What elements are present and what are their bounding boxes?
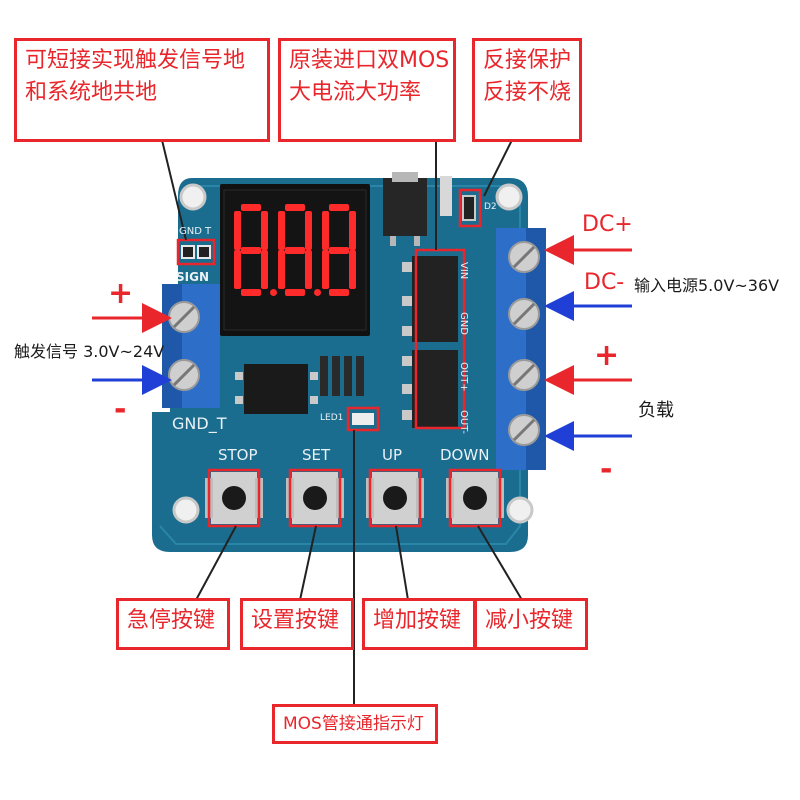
silk-out-plus: OUT+ — [458, 362, 469, 392]
silk-stop: STOP — [218, 446, 258, 464]
silk-gnd: GND — [179, 226, 202, 237]
segment-dp — [314, 289, 321, 296]
callout-stop-button: 急停按键 — [116, 598, 230, 650]
silk-gnd-t: GND_T — [172, 414, 227, 433]
callout-mos: 原装进口双MOS 大电流大功率 — [278, 38, 456, 142]
mosfet-1 — [402, 256, 458, 342]
segment-a — [285, 204, 305, 211]
stop-pushbutton — [205, 472, 263, 524]
segment-e — [234, 250, 241, 289]
mosfet-top — [383, 172, 427, 246]
segment-c — [305, 250, 312, 289]
segment-c — [349, 250, 356, 289]
callout-down-button: 减小按键 — [474, 598, 588, 650]
callout-down-label: 减小按键 — [485, 608, 574, 633]
trigger-terminal-block — [162, 284, 220, 408]
segment-f — [278, 211, 285, 250]
silk-set: SET — [302, 446, 331, 464]
callout-reverse-line2: 反接不烧 — [483, 79, 572, 105]
up-pushbutton — [366, 472, 424, 524]
segment-b — [261, 211, 268, 250]
highlight-boxes — [176, 188, 502, 528]
callout-reverse-line1: 反接保护 — [483, 48, 572, 73]
label-dc-plus: DC+ — [582, 212, 633, 237]
silk-gnd-power: GND — [458, 312, 469, 335]
down-pushbutton — [446, 472, 504, 524]
label-trigger-plus: + — [108, 276, 134, 311]
segment-f — [322, 211, 329, 250]
segment-g — [285, 246, 305, 254]
label-load-plus: + — [594, 338, 620, 373]
power-terminal-block — [496, 228, 546, 470]
leader-lines — [161, 139, 523, 706]
callout-set-button: 设置按键 — [240, 598, 354, 650]
segment-f — [234, 211, 241, 250]
protection-diode — [462, 195, 476, 221]
callout-set-label: 设置按键 — [251, 608, 340, 633]
callout-trigger-ground-line2: 和系统地共地 — [25, 79, 158, 105]
set-pushbutton — [286, 472, 344, 524]
segment-d — [329, 289, 349, 296]
segment-d — [285, 289, 305, 296]
mounting-holes — [172, 183, 534, 524]
resistor-row — [320, 356, 364, 396]
silk-up: UP — [382, 446, 403, 464]
segment-a — [329, 204, 349, 211]
silk-led1: LED1 — [320, 413, 344, 423]
callout-trigger-ground-line1: 可短接实现触发信号地 — [25, 48, 246, 73]
mos-led — [352, 413, 374, 425]
label-input-power: 输入电源5.0V~36V — [634, 276, 780, 295]
silk-d2: D2 — [484, 202, 497, 212]
silk-out-minus: OUT- — [458, 410, 469, 434]
mosfet-2 — [402, 350, 458, 428]
segment-b — [349, 211, 356, 250]
segment-a — [241, 204, 261, 211]
silk-down: DOWN — [440, 446, 490, 464]
callout-up-label: 增加按键 — [373, 608, 462, 633]
segment-g — [329, 246, 349, 254]
segment-g — [241, 246, 261, 254]
callout-mos-led-label: MOS管接通指示灯 — [283, 714, 424, 734]
segment-d — [241, 289, 261, 296]
label-load: 负载 — [638, 400, 674, 421]
callout-trigger-ground: 可短接实现触发信号地 和系统地共地 — [14, 38, 270, 142]
label-load-minus: - — [600, 452, 613, 487]
silk-sign: SIGN — [176, 270, 209, 284]
segment-e — [322, 250, 329, 289]
label-trigger-signal: 触发信号 3.0V~24V — [14, 342, 165, 361]
segment-b — [305, 211, 312, 250]
segment-e — [278, 250, 285, 289]
label-dc-minus: DC- — [584, 270, 625, 295]
callout-mos-led: MOS管接通指示灯 — [272, 704, 438, 744]
callout-stop-label: 急停按键 — [127, 608, 216, 633]
callout-mos-line1: 原装进口双MOS — [289, 48, 450, 73]
label-trigger-minus: - — [114, 392, 127, 427]
segment-dp — [270, 289, 277, 296]
trigger-header-pins — [181, 245, 211, 259]
silk-vin: VIN — [458, 262, 469, 280]
optocoupler-chip — [244, 364, 308, 414]
callout-reverse: 反接保护 反接不烧 — [472, 38, 582, 142]
segment-c — [261, 250, 268, 289]
callout-up-button: 增加按键 — [362, 598, 476, 650]
silk-t: T — [205, 226, 212, 237]
callout-mos-line2: 大电流大功率 — [289, 79, 422, 105]
